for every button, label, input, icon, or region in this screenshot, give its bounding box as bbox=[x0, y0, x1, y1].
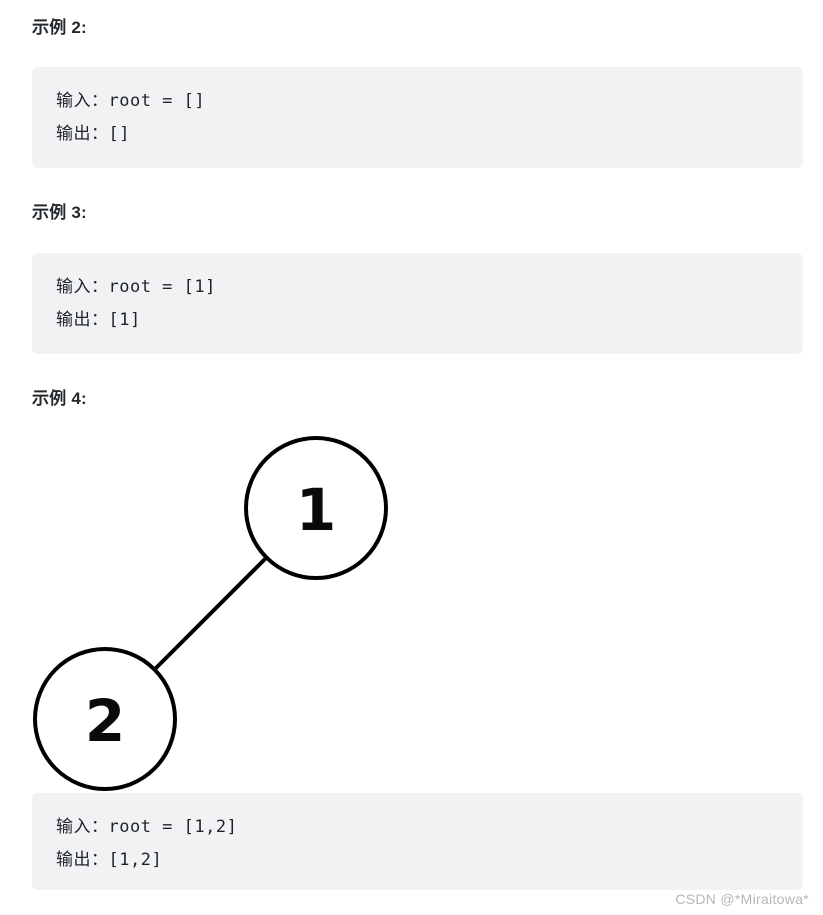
tree-node-left-child: 2 bbox=[33, 647, 177, 791]
tree-node-circle bbox=[244, 436, 388, 580]
code-line-output: 输出：[1] bbox=[56, 310, 141, 330]
code-block-example-2: 输入：root = [] 输出：[] bbox=[32, 67, 803, 168]
csdn-watermark: CSDN @*Miraitowa* bbox=[675, 891, 809, 907]
code-block-example-3: 输入：root = [1] 输出：[1] bbox=[32, 253, 803, 354]
code-line-output: 输出：[] bbox=[56, 124, 130, 144]
code-line-input: 输入：root = [1,2] bbox=[56, 817, 238, 837]
tree-node-label-left-child: 2 bbox=[85, 687, 125, 755]
heading-example-3: 示例 3: bbox=[32, 203, 87, 222]
code-line-output: 输出：[1,2] bbox=[56, 850, 163, 870]
tree-node-circle bbox=[33, 647, 177, 791]
heading-example-4: 示例 4: bbox=[32, 389, 87, 408]
tree-node-root: 1 bbox=[244, 436, 388, 580]
code-line-input: 输入：root = [] bbox=[56, 91, 206, 111]
tree-node-label-root: 1 bbox=[296, 476, 336, 544]
code-line-input: 输入：root = [1] bbox=[56, 277, 216, 297]
binary-tree-diagram: 1 2 bbox=[0, 425, 420, 805]
code-block-example-4: 输入：root = [1,2] 输出：[1,2] bbox=[32, 793, 803, 890]
tree-edge-root-to-left-child bbox=[153, 556, 268, 671]
heading-example-2: 示例 2: bbox=[32, 18, 87, 37]
